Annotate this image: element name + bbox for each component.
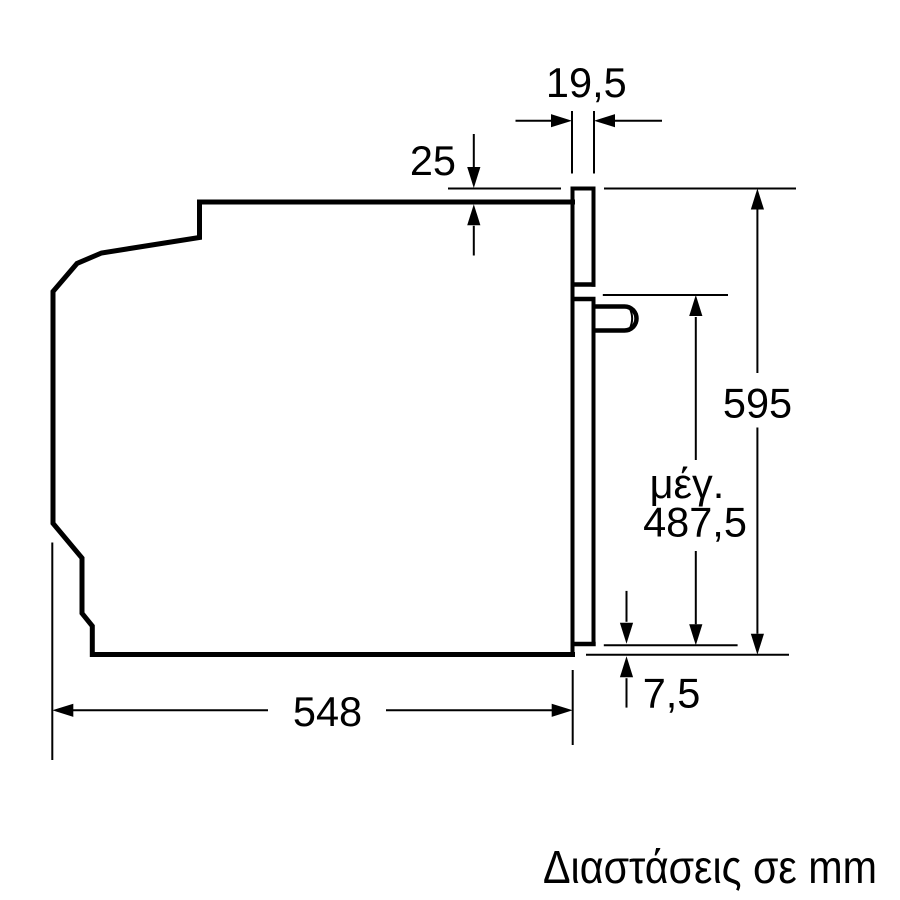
dimension-548: 548 [51, 542, 574, 760]
dim-548-label: 548 [293, 688, 362, 735]
dimension-19-5: 19,5 [515, 59, 662, 174]
dim-19-5-arrow-left [551, 114, 572, 128]
control-knob [595, 304, 639, 333]
dim-25-arrow-down [467, 167, 481, 188]
oven-body [50, 199, 575, 657]
knob-cap-line [629, 308, 634, 329]
knob-outline [595, 304, 639, 333]
dim-25-label: 25 [410, 137, 456, 184]
dimension-7-5: 7,5 [619, 590, 701, 717]
oven-body-outline [50, 199, 575, 657]
dim-7-5-arrow-up [619, 656, 634, 678]
units-caption: Διαστάσεις σε mm [543, 841, 877, 893]
dim-487-5-arrow-bottom [689, 624, 703, 646]
dimension-595: 595 [586, 187, 796, 656]
dim-548-arrow-left [52, 703, 74, 717]
dim-7-5-label: 7,5 [643, 670, 701, 717]
dim-487-5-max-label: μέγ. [650, 460, 725, 507]
dim-595-arrow-top [750, 188, 764, 210]
dim-487-5-label: 487,5 [643, 499, 747, 546]
dim-548-arrow-right [551, 703, 573, 717]
dim-487-5-arrow-top [689, 295, 703, 316]
dim-595-label: 595 [723, 380, 792, 427]
dim-595-arrow-bottom [750, 633, 764, 655]
dim-25-arrow-up [467, 204, 481, 226]
dim-19-5-label: 19,5 [546, 59, 627, 106]
dim-19-5-arrow-right [594, 114, 615, 128]
front-panel [570, 186, 596, 655]
dimension-487-5: μέγ. 487,5 [602, 294, 747, 647]
dimension-25: 25 [410, 134, 561, 256]
dim-7-5-arrow-down [619, 622, 634, 644]
